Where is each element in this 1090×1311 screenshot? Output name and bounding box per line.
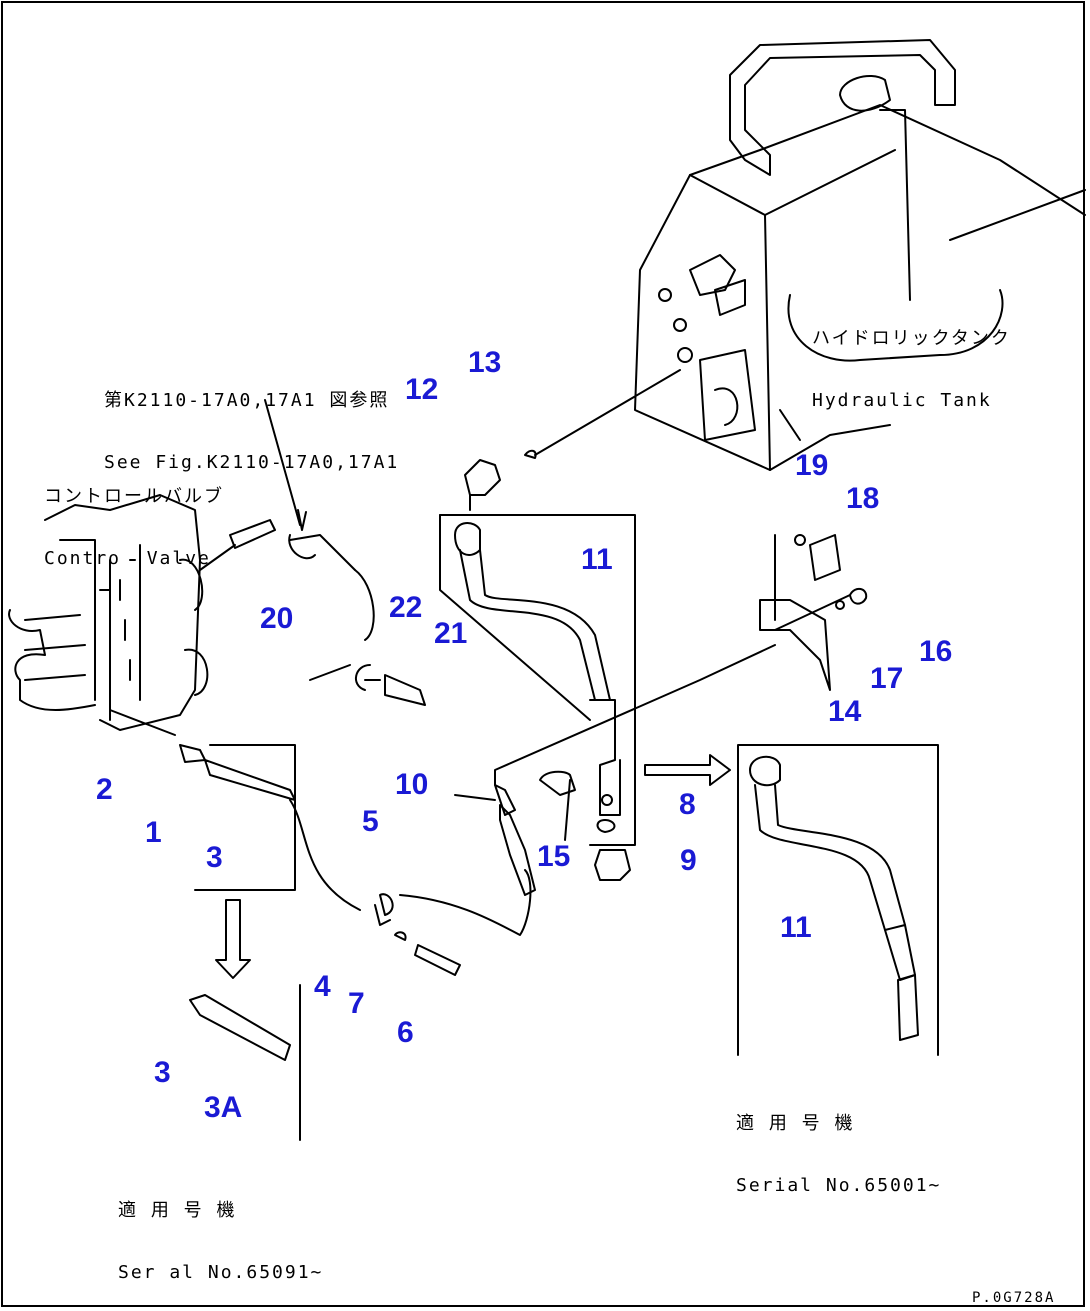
callout-2: 2 bbox=[96, 773, 113, 806]
arrow-right bbox=[644, 754, 731, 786]
callout-21: 21 bbox=[434, 617, 468, 650]
callout-10: 10 bbox=[395, 768, 429, 801]
callout-4: 4 bbox=[314, 970, 331, 1003]
see-fig-label: 第K2110-17A0,17A1 図参照 See Fig.K2110-17A0,… bbox=[104, 390, 400, 474]
callout-20: 20 bbox=[260, 602, 294, 635]
callout-11: 11 bbox=[581, 543, 613, 576]
callout-18: 18 bbox=[846, 482, 880, 515]
control-valve-label: コントロールバルブ Contro Valve bbox=[44, 486, 224, 570]
pipe-11-box bbox=[439, 514, 636, 881]
serial-box-right bbox=[737, 744, 939, 1056]
callout-3a: 3A bbox=[204, 1091, 243, 1124]
bracket-14 bbox=[759, 534, 868, 691]
callout-1: 1 bbox=[145, 816, 162, 849]
callout-13: 13 bbox=[468, 346, 502, 379]
callout-8: 8 bbox=[679, 788, 696, 821]
part-3-box bbox=[189, 744, 301, 1141]
callout-17: 17 bbox=[870, 662, 904, 695]
callout-12: 12 bbox=[405, 373, 439, 406]
callout-19: 19 bbox=[795, 449, 829, 482]
callout-22: 22 bbox=[389, 591, 423, 624]
callout-6: 6 bbox=[397, 1016, 414, 1049]
hydraulic-tank-label: ハイドロリックタンク Hydraulic Tank bbox=[812, 328, 1011, 412]
page-code: P.0G728A bbox=[972, 1290, 1056, 1306]
control-valve bbox=[8, 494, 356, 731]
callout-16: 16 bbox=[919, 635, 953, 668]
serial-left-label: 適 用 号 機 Ser al No.65091~ bbox=[118, 1200, 324, 1284]
callout-7: 7 bbox=[348, 987, 365, 1020]
fitting-12-13 bbox=[464, 369, 681, 511]
hydraulic-tank bbox=[634, 39, 1086, 471]
callout-15: 15 bbox=[537, 840, 571, 873]
callout-3-lower: 3 bbox=[154, 1056, 171, 1089]
callout-3: 3 bbox=[206, 841, 223, 874]
callout-14: 14 bbox=[828, 695, 862, 728]
callout-11-serial: 11 bbox=[780, 911, 812, 944]
serial-right-label: 適 用 号 機 Serial No.65001~ bbox=[736, 1113, 942, 1197]
callout-5: 5 bbox=[362, 805, 379, 838]
callout-9: 9 bbox=[680, 844, 697, 877]
